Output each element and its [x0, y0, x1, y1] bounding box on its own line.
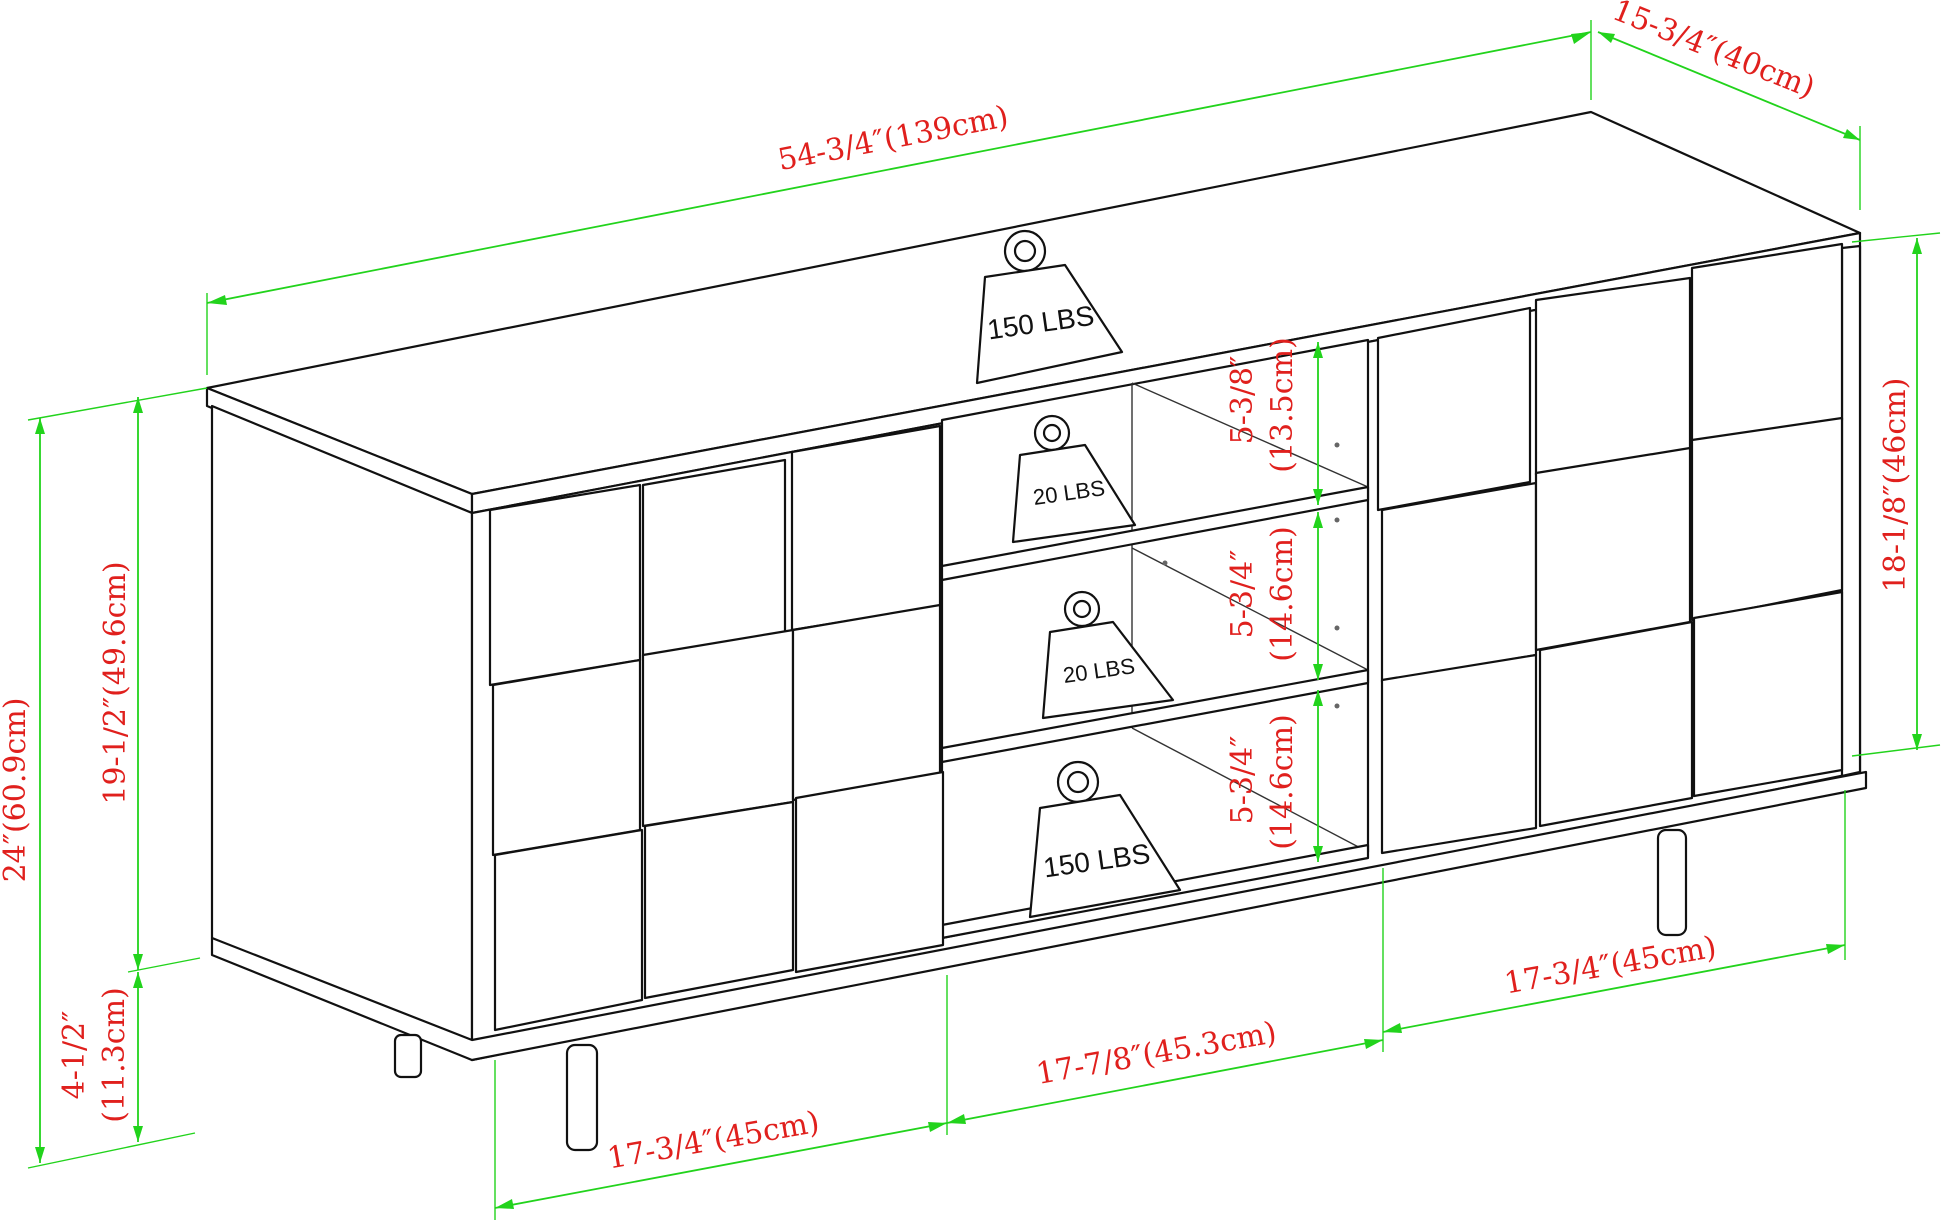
cabinet-right-end: [1840, 244, 1862, 778]
left-door[interactable]: [488, 424, 945, 1032]
legs: [393, 828, 1688, 1152]
right-section-label: 17-3/4″(45cm): [1502, 930, 1719, 1002]
shelf-3-label: 5-3/4″: [1225, 736, 1260, 825]
body-height-label: 19-1/2″(49.6cm): [98, 561, 133, 804]
right-door[interactable]: [1376, 242, 1844, 855]
weight-top-icon: 150 LBS: [975, 229, 1124, 385]
total-height-label: 24″(60.9cm): [0, 698, 33, 883]
shelf-1-label: 5-3/8″: [1225, 356, 1260, 445]
shelf-2-cm-label: (14.6cm): [1265, 526, 1300, 661]
width-label: 54-3/4″(139cm): [775, 99, 1011, 178]
interior-height-label: 18-1/8″(46cm): [1878, 378, 1913, 593]
weight-shelf-upper-icon: 20 LBS: [1011, 414, 1137, 544]
cabinet: [205, 110, 1868, 1152]
dimension-lines: [27, 20, 1941, 1220]
cabinet-plinth: [210, 770, 1868, 1062]
leg-height-label: 4-1/2″: [57, 1011, 92, 1100]
depth-label: 15-3/4″(40cm): [1607, 0, 1819, 106]
shelf-3-cm-label: (14.6cm): [1265, 714, 1300, 849]
shelf-2-label: 5-3/4″: [1225, 550, 1260, 639]
leg-height-cm-label: (11.3cm): [97, 987, 132, 1122]
shelf-2: [940, 668, 1370, 764]
shelf-1-cm-label: (13.5cm): [1265, 337, 1300, 472]
weight-bottom-icon: 150 LBS: [1028, 760, 1182, 919]
middle-section-label: 17-7/8″(45.3cm): [1034, 1015, 1280, 1092]
open-compartment: [940, 338, 1370, 940]
shelf-1: [940, 485, 1370, 582]
left-section-label: 17-3/4″(45cm): [605, 1105, 822, 1177]
weight-shelf-middle-icon: 20 LBS: [1041, 590, 1175, 720]
